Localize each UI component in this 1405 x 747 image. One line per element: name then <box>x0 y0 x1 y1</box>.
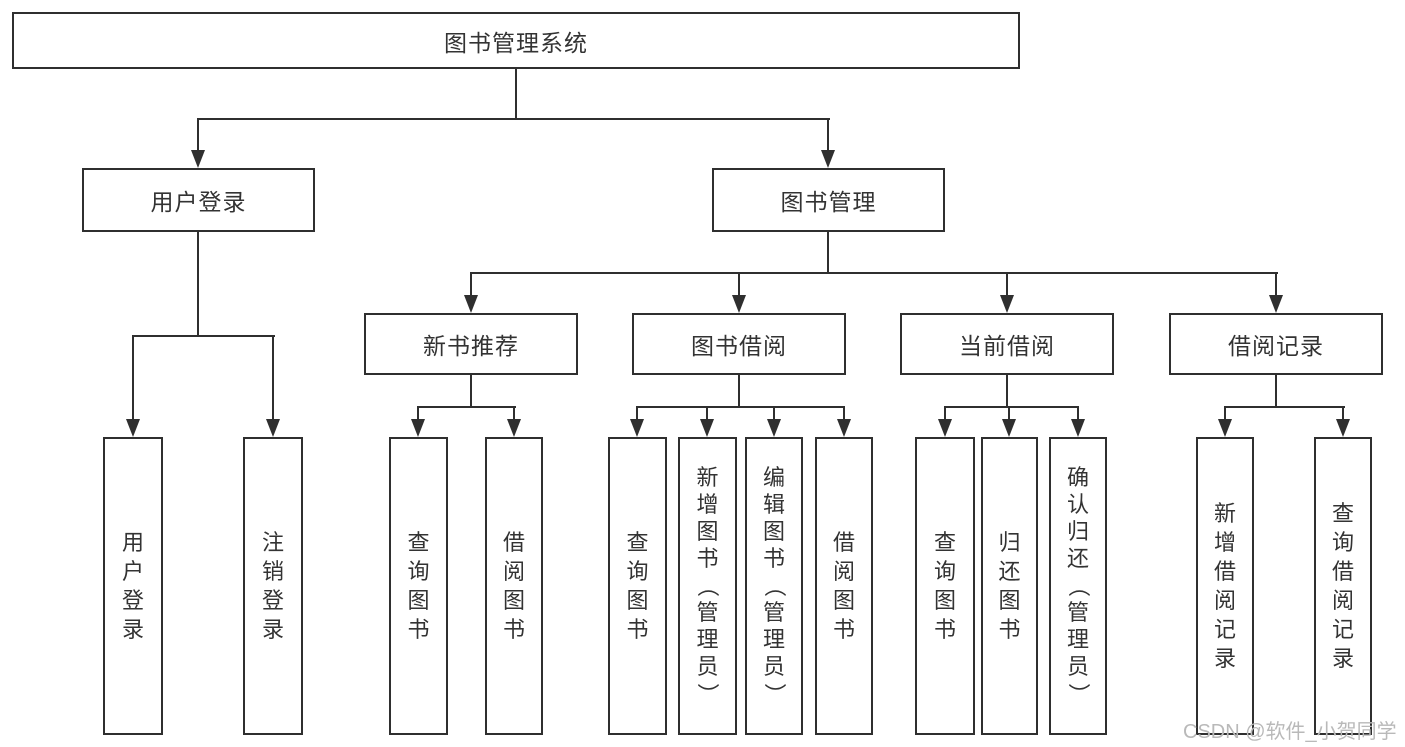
arrow-down-icon <box>464 295 478 313</box>
connector-line <box>1224 406 1226 421</box>
leaf-borrow-books-2: 借阅图书 <box>815 437 873 735</box>
arrow-down-icon <box>767 419 781 437</box>
arrow-down-icon <box>938 419 952 437</box>
connector-line <box>132 335 134 421</box>
connector-line <box>1006 272 1008 297</box>
leaf-return-books: 归还图书 <box>981 437 1038 735</box>
csdn-watermark: CSDN @软件_小贺同学 <box>1183 721 1397 743</box>
connector-line <box>1224 406 1345 408</box>
connector-line <box>1342 406 1344 421</box>
connector-line <box>738 375 740 408</box>
leaf-confirm-return-admin: 确认归还（管理员） <box>1049 437 1107 735</box>
connector-line <box>1275 375 1277 408</box>
arrow-down-icon <box>1269 295 1283 313</box>
leaf-edit-books-admin: 编辑图书（管理员） <box>745 437 803 735</box>
node-current-borrowing: 当前借阅 <box>900 313 1114 375</box>
leaf-query-books: 查询图书 <box>389 437 448 735</box>
arrow-down-icon <box>821 150 835 168</box>
node-label: 图书管理 <box>780 189 877 215</box>
node-label: 图书管理系统 <box>444 29 588 56</box>
leaf-borrow-books: 借阅图书 <box>485 437 543 735</box>
leaf-user-login: 用户登录 <box>103 437 163 735</box>
connector-line <box>197 118 830 120</box>
connector-line <box>513 406 515 421</box>
connector-line <box>197 118 199 152</box>
node-book-management: 图书管理 <box>712 168 945 232</box>
connector-line <box>470 272 1278 274</box>
connector-line <box>515 69 517 119</box>
connector-line <box>1008 406 1010 421</box>
arrow-down-icon <box>732 295 746 313</box>
connector-line <box>1006 375 1008 408</box>
node-label: 图书借阅 <box>691 333 787 359</box>
arrow-down-icon <box>126 419 140 437</box>
connector-line <box>843 406 845 421</box>
leaf-add-borrowing-record: 新增借阅记录 <box>1196 437 1254 735</box>
node-new-book-recommendation: 新书推荐 <box>364 313 578 375</box>
arrow-down-icon <box>1000 295 1014 313</box>
connector-line <box>132 335 275 337</box>
node-label: 用户登录 <box>150 189 247 215</box>
node-user-login: 用户登录 <box>82 168 315 232</box>
node-label: 新书推荐 <box>423 333 519 359</box>
arrow-down-icon <box>630 419 644 437</box>
leaf-query-books-2: 查询图书 <box>608 437 667 735</box>
connector-line <box>417 406 516 408</box>
connector-line <box>738 272 740 297</box>
leaf-query-borrowing-record: 查询借阅记录 <box>1314 437 1372 735</box>
leaf-add-books-admin: 新增图书（管理员） <box>678 437 737 735</box>
connector-line <box>1077 406 1079 421</box>
connector-line <box>944 406 946 421</box>
arrow-down-icon <box>507 419 521 437</box>
arrow-down-icon <box>1071 419 1085 437</box>
arrow-down-icon <box>1336 419 1350 437</box>
arrow-down-icon <box>1218 419 1232 437</box>
leaf-query-books-3: 查询图书 <box>915 437 975 735</box>
arrow-down-icon <box>411 419 425 437</box>
node-book-borrowing: 图书借阅 <box>632 313 846 375</box>
connector-line <box>470 375 472 408</box>
node-label: 当前借阅 <box>959 333 1055 359</box>
connector-line <box>197 232 199 337</box>
arrow-down-icon <box>837 419 851 437</box>
connector-line <box>1275 272 1277 297</box>
node-label: 借阅记录 <box>1228 333 1324 359</box>
connector-line <box>827 232 829 274</box>
connector-line <box>773 406 775 421</box>
connector-line <box>470 272 472 297</box>
connector-line <box>636 406 638 421</box>
arrow-down-icon <box>700 419 714 437</box>
arrow-down-icon <box>266 419 280 437</box>
connector-line <box>417 406 419 421</box>
node-borrowing-records: 借阅记录 <box>1169 313 1383 375</box>
connector-line <box>944 406 1079 408</box>
leaf-logout: 注销登录 <box>243 437 303 735</box>
connector-line <box>827 118 829 152</box>
arrow-down-icon <box>1002 419 1016 437</box>
connector-line <box>272 335 274 421</box>
arrow-down-icon <box>191 150 205 168</box>
node-library-management-system: 图书管理系统 <box>12 12 1020 69</box>
connector-line <box>636 406 845 408</box>
connector-line <box>706 406 708 421</box>
